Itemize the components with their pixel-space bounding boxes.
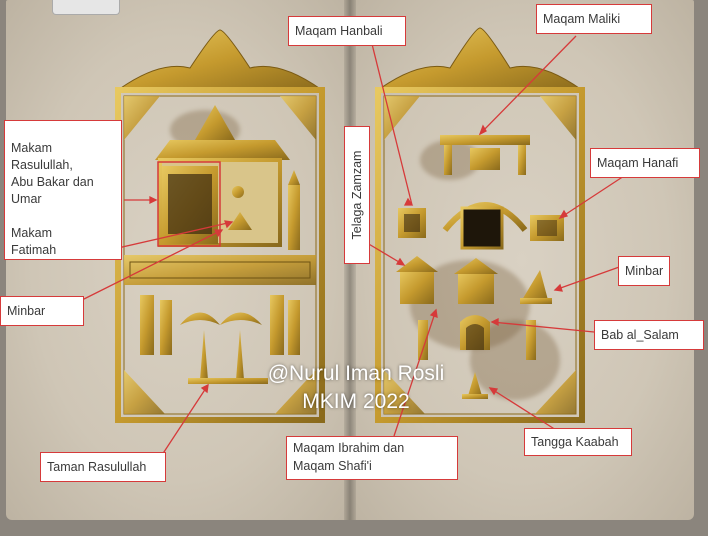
label-makam-fatimah-text: Makam Fatimah <box>11 226 57 257</box>
label-makam-rasulullah-text: Makam Rasulullah, Abu Bakar dan Umar <box>11 141 94 206</box>
label-taman-rasulullah: Taman Rasulullah <box>40 452 166 482</box>
callout-arrows <box>81 35 625 459</box>
label-maqam-maliki: Maqam Maliki <box>536 4 652 34</box>
label-bab-al-salam: Bab al_Salam <box>594 320 704 350</box>
right-panel-frame <box>375 27 585 423</box>
label-minbar-left: Minbar <box>0 296 84 326</box>
watermark-line-1: @Nurul Iman Rosli <box>267 362 445 385</box>
label-maqam-hanbali: Maqam Hanbali <box>288 16 406 46</box>
label-telaga-zamzam-text: Telaga Zamzam <box>350 150 364 240</box>
label-minbar-right: Minbar <box>618 256 670 286</box>
binder-clip <box>52 0 120 15</box>
label-maqam-ibrahim: Maqam Ibrahim dan Maqam Shafi'i <box>286 436 458 480</box>
label-telaga-zamzam: Telaga Zamzam <box>344 126 370 264</box>
label-tangga-kaabah: Tangga Kaabah <box>524 428 632 456</box>
label-maqam-hanafi: Maqam Hanafi <box>590 148 700 178</box>
watermark-line-2: MKIM 2022 <box>302 390 410 413</box>
